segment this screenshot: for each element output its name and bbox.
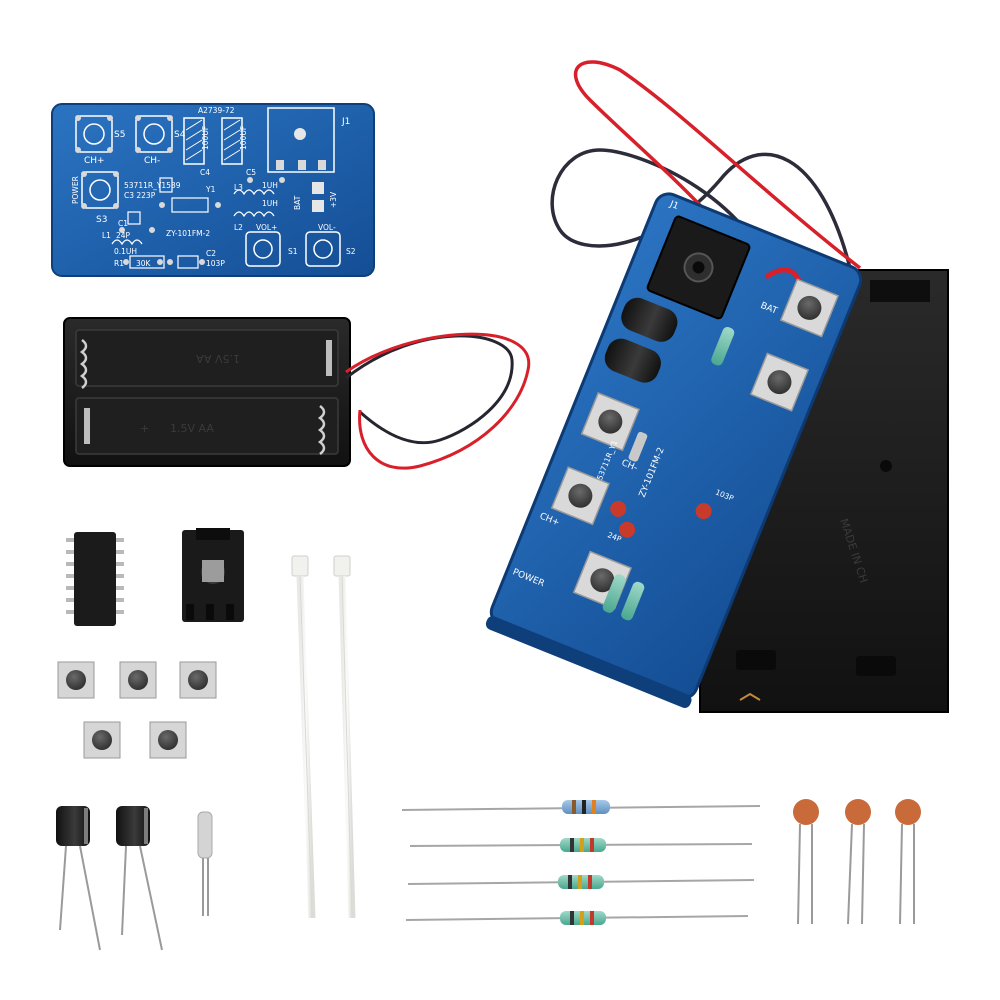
pcb-label-l3: L3 [234,183,243,192]
assembled-switch-s2 [779,278,840,338]
assembled-label-j1: J1 [667,199,679,212]
ceramic-capacitor [793,799,819,925]
pcb-label-j1: J1 [341,117,350,127]
back-battery-holder: MADE IN CH [699,269,949,713]
assembled-red-wire [573,60,862,301]
cable-tie [333,555,356,919]
resistors [401,800,761,925]
pcb-label-c3: C3 223P [124,191,156,200]
electrolytic-capacitors [56,806,163,951]
tact-switch [179,661,217,699]
holder-black-wire [345,334,514,445]
ic-chip [66,532,124,626]
cable-ties [291,555,356,919]
assembled-pcb: BAT J1 [485,192,863,708]
pcb-label-s4: S4 [174,130,186,140]
pcb-label-s2: S2 [346,247,356,256]
pcb-switch-s1 [245,231,281,267]
pcb-switch-s2 [305,231,341,267]
assembled-black-wire [550,148,852,301]
battery-holder: 1.5V AA 1.5V AA + [63,317,531,470]
pcb-label-c1: C1 [118,219,128,228]
pcb-label-chip: 53711R_Y1539 [124,181,181,190]
resistor [405,911,749,925]
pcb-label-l2-val: 1UH [262,199,278,208]
holder-label-top: 1.5V AA [196,352,240,365]
tact-switch [119,661,157,699]
audio-jack [646,215,751,320]
pcb-footprint-c5 [221,117,243,165]
tact-switches [57,661,217,759]
pcb-switch-s4 [135,115,173,153]
electrolytic-capacitor [116,806,163,951]
holder-red-wire [345,332,531,470]
cable-tie [291,555,316,919]
holder-label-bottom: 1.5V AA [170,422,214,435]
ceramic-capacitor [845,799,871,925]
pcb-label-c1-val: 24P [116,231,131,240]
ceramic-capacitors [793,799,921,925]
pcb-switch-s3 [81,171,119,209]
pcb-footprint-y1 [171,197,209,213]
resistor [401,800,761,814]
pcb-coil-l3 [233,189,275,196]
resistor [407,875,755,889]
pcb-footprint-j1 [267,107,335,173]
pcb-label-y1: Y1 [205,185,216,194]
pcb-label-ch-minus: CH- [144,156,160,166]
pcb-label-vol-plus: VOL+ [256,223,277,232]
pcb-label-l2: L2 [234,223,243,232]
assembled-resistor [602,326,735,621]
pcb-label-c2-val: 103P [206,259,225,268]
pcb-label-l1: L1 [102,231,111,240]
tact-switch [83,721,121,759]
pcb-label-s1: S1 [288,247,298,256]
holder-plus-sign: + [140,422,149,435]
assembled-electrolytic-cap [604,297,678,383]
ceramic-capacitor [895,799,921,925]
pcb-label-r1: R1 [114,259,124,268]
assembled-switch-s1 [749,352,810,412]
pcb-label-ch-plus: CH+ [84,156,105,166]
pcb-coil-l2 [233,211,275,218]
bare-pcb: A2739-72 J1 S5 S4 CH+ CH- 53711R_Y1539 C… [51,103,375,277]
pcb-footprint-c4 [183,117,205,165]
pcb-label-c4-val: 100UF [201,126,210,150]
loose-audio-jack [182,528,244,622]
pcb-label-power: POWER [71,176,80,204]
assembled-switch-s5 [550,466,610,526]
pcb-label-s5: S5 [114,130,125,140]
pcb-label-r1-val: 30K [136,259,152,268]
assembled-crystal [628,431,648,462]
assembled-ceramic-cap [610,500,712,538]
pcb-label-l3-val: 1UH [262,181,278,190]
pcb-header-text: A2739-72 [198,106,235,115]
pcb-label-c5-val: 100UF [239,126,248,150]
tact-switch [57,661,95,699]
spring-icon [79,339,326,455]
pcb-label-vol-minus: VOL- [318,223,336,232]
pcb-label-c4: C4 [200,168,210,177]
tact-switch [149,721,187,759]
pcb-label-bat-v: +3V [329,191,338,208]
pcb-label-c5: C5 [246,168,256,177]
pcb-label-c2: C2 [206,249,216,258]
resistor [409,838,753,852]
electrolytic-capacitor [56,806,101,951]
pcb-label-bat: BAT [293,195,302,210]
assembled-switch-s4 [580,392,640,452]
pcb-switch-s5 [75,115,113,153]
pcb-label-l1-val: 0.1UH [114,247,137,256]
pcb-coil-l1 [111,239,143,246]
crystal-oscillator [197,811,213,916]
pcb-label-s3: S3 [96,215,107,225]
pcb-label-model: ZY-101FM-2 [166,229,210,238]
